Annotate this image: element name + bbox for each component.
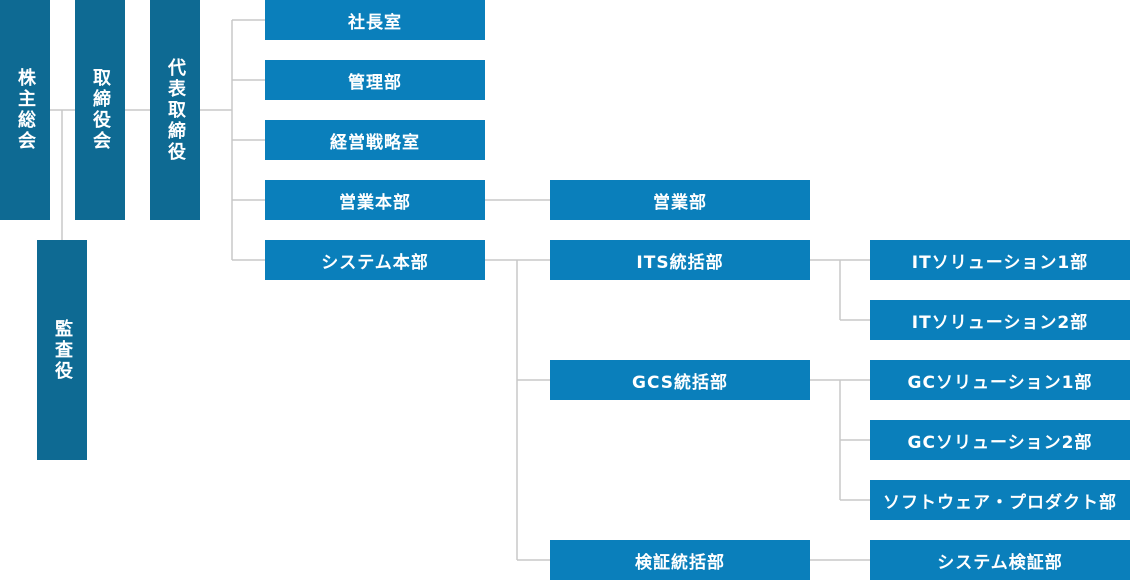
gcs-division-box: GCS統括部 (550, 360, 810, 400)
admin-dept-box: 管理部 (265, 60, 485, 100)
board-of-directors-label: 取締役会 (90, 68, 111, 152)
auditor-box: 監査役 (37, 240, 87, 460)
auditor-label: 監査役 (52, 318, 73, 382)
it-solution-2-box: ITソリューション2部 (870, 300, 1130, 340)
sales-dept-box: 営業部 (550, 180, 810, 220)
system-verification-box: システム検証部 (870, 540, 1130, 580)
sales-hq-box: 営業本部 (265, 180, 485, 220)
representative-director-box: 代表取締役 (150, 0, 200, 220)
it-solution-1-box: ITソリューション1部 (870, 240, 1130, 280)
board-of-directors-box: 取締役会 (75, 0, 125, 220)
strategy-office-box: 経営戦略室 (265, 120, 485, 160)
shareholders-meeting-box: 株主総会 (0, 0, 50, 220)
verification-division-box: 検証統括部 (550, 540, 810, 580)
president-office-box: 社長室 (265, 0, 485, 40)
system-hq-box: システム本部 (265, 240, 485, 280)
its-division-box: ITS統括部 (550, 240, 810, 280)
software-product-box: ソフトウェア・プロダクト部 (870, 480, 1130, 520)
shareholders-meeting-label: 株主総会 (15, 68, 36, 152)
gc-solution-2-box: GCソリューション2部 (870, 420, 1130, 460)
representative-director-label: 代表取締役 (165, 57, 186, 163)
gc-solution-1-box: GCソリューション1部 (870, 360, 1130, 400)
